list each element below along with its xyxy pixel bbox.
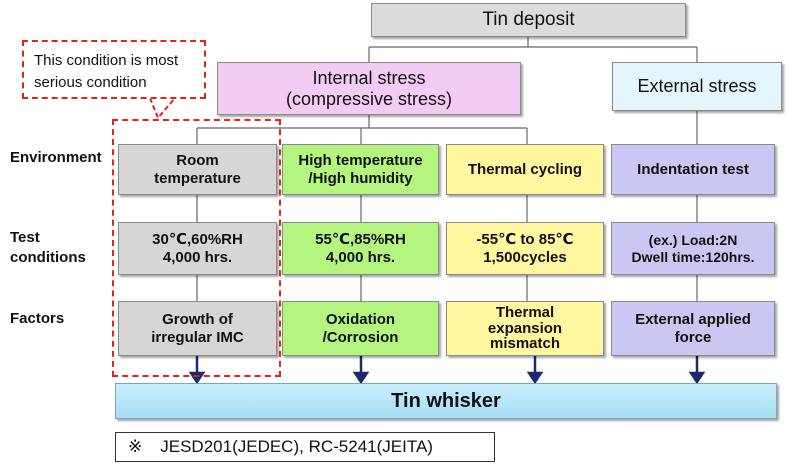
environment-room-temperature: Room temperature (118, 144, 277, 195)
test-condition-room: 30℃,60%RH 4,000 hrs. (118, 222, 277, 275)
external-stress-label: External stress (637, 76, 757, 97)
test-condition-thermal: -55℃ to 85℃ 1,500cycles (446, 222, 604, 275)
tin-whisker-box: Tin whisker (115, 383, 777, 419)
environment-indentation-test: Indentation test (611, 144, 775, 195)
callout-pointer (149, 97, 176, 120)
internal-stress-label: Internal stress (312, 67, 426, 88)
internal-stress-sublabel: (compressive stress) (285, 88, 453, 109)
row-label-test-conditions: Test conditions (10, 229, 86, 266)
tin-whisker-label: Tin whisker (391, 389, 501, 412)
footnote-box: ※ JESD201(JEDEC), RC-5241(JEITA) (115, 432, 495, 462)
serious-condition-callout: This condition is most serious condition (22, 40, 206, 99)
row-label-environment: Environment (10, 149, 102, 166)
test-condition-humidity: 55℃,85%RH 4,000 hrs. (282, 222, 439, 275)
factor-external-applied-force: External applied force (611, 301, 775, 356)
external-stress-box: External stress (612, 62, 782, 111)
row-label-factors: Factors (10, 310, 65, 327)
arrow-head (688, 371, 706, 385)
factor-thermal-expansion-mismatch: Thermal expansion mismatch (446, 301, 604, 356)
arrow-head (526, 371, 544, 385)
footnote-text: JESD201(JEDEC), RC-5241(JEITA) (160, 437, 433, 457)
environment-thermal-cycling: Thermal cycling (446, 144, 604, 195)
tin-deposit-box: Tin deposit (371, 3, 686, 37)
internal-stress-box: Internal stress (compressive stress) (217, 62, 521, 115)
environment-high-temperature-humidity: High temperature /High humidity (282, 144, 439, 195)
factor-irregular-imc: Growth of irregular IMC (118, 301, 277, 356)
factor-oxidation-corrosion: Oxidation /Corrosion (282, 301, 439, 356)
reference-mark-icon: ※ (128, 437, 143, 457)
arrow-head (352, 371, 370, 385)
test-condition-indentation: (ex.) Load:2N Dwell time:120hrs. (611, 222, 775, 275)
room-temperature-highlight-frame (112, 119, 281, 377)
tin-deposit-label: Tin deposit (482, 9, 575, 31)
